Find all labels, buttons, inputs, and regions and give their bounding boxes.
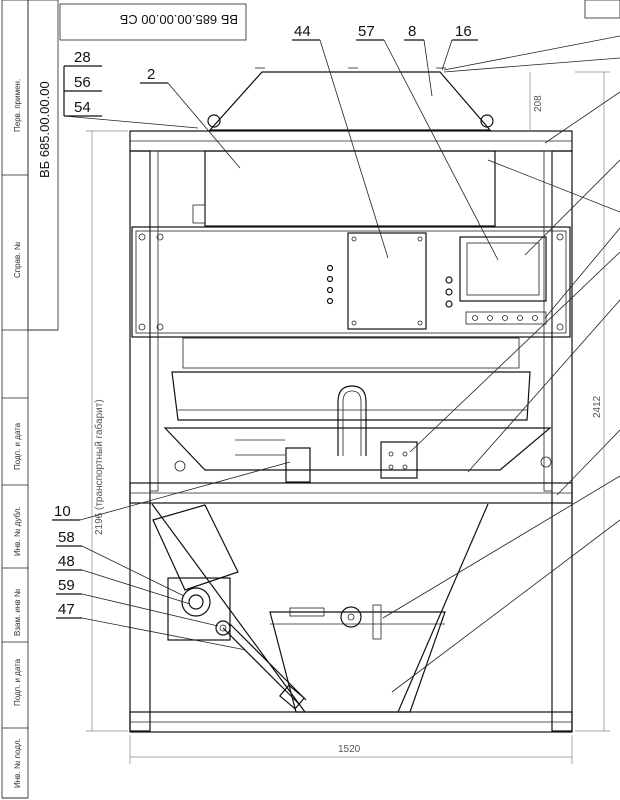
stamp-field-4: Инв. № дубл. — [13, 506, 22, 556]
callout-56: 56 — [74, 74, 91, 91]
callout-47: 47 — [58, 601, 75, 618]
stamp-field-2: Справ. № — [13, 241, 22, 278]
callout-54: 54 — [74, 99, 91, 116]
stamp-field-7: Инв. № подл. — [13, 738, 22, 788]
side-stamp: Перв. примен. Справ. № Подп. и дата Инв.… — [1, 0, 59, 799]
callout-58: 58 — [58, 529, 75, 546]
callout-2: 2 — [147, 66, 155, 83]
callout-10: 10 — [54, 503, 71, 520]
callout-44: 44 — [294, 23, 311, 40]
callout-8: 8 — [408, 23, 416, 40]
dim-height-total: 2412 — [592, 395, 603, 418]
title-block: ВБ 685.00.00.00 СБ — [59, 3, 247, 41]
callout-16: 16 — [455, 23, 472, 40]
dim-width: 1520 — [338, 744, 361, 755]
designation-text: ВБ 685.00.00.00 СБ — [120, 12, 238, 27]
callout-48: 48 — [58, 553, 75, 570]
callout-28: 28 — [74, 49, 91, 66]
stamp-field-1: Перв. примен. — [13, 79, 22, 132]
stamp-code: ВБ 685.00.00.00 — [37, 81, 52, 178]
stamp-field-5: Взам. инв № — [13, 588, 22, 636]
dim-top-offset: 208 — [533, 95, 544, 112]
stamp-field-6: Подп. и дата — [13, 658, 22, 706]
machine-frame — [129, 67, 573, 733]
callout-57: 57 — [358, 23, 375, 40]
dim-height-transport: 2196 (транспортный габарит) — [93, 399, 105, 535]
callouts: 28 56 54 2 44 57 8 16 10 58 48 — [52, 23, 620, 693]
callout-59: 59 — [58, 577, 75, 594]
dimension-lines: 2196 (транспортный габарит) 2412 208 152… — [86, 71, 610, 764]
stamp-field-3: Подп. и дата — [13, 422, 22, 470]
